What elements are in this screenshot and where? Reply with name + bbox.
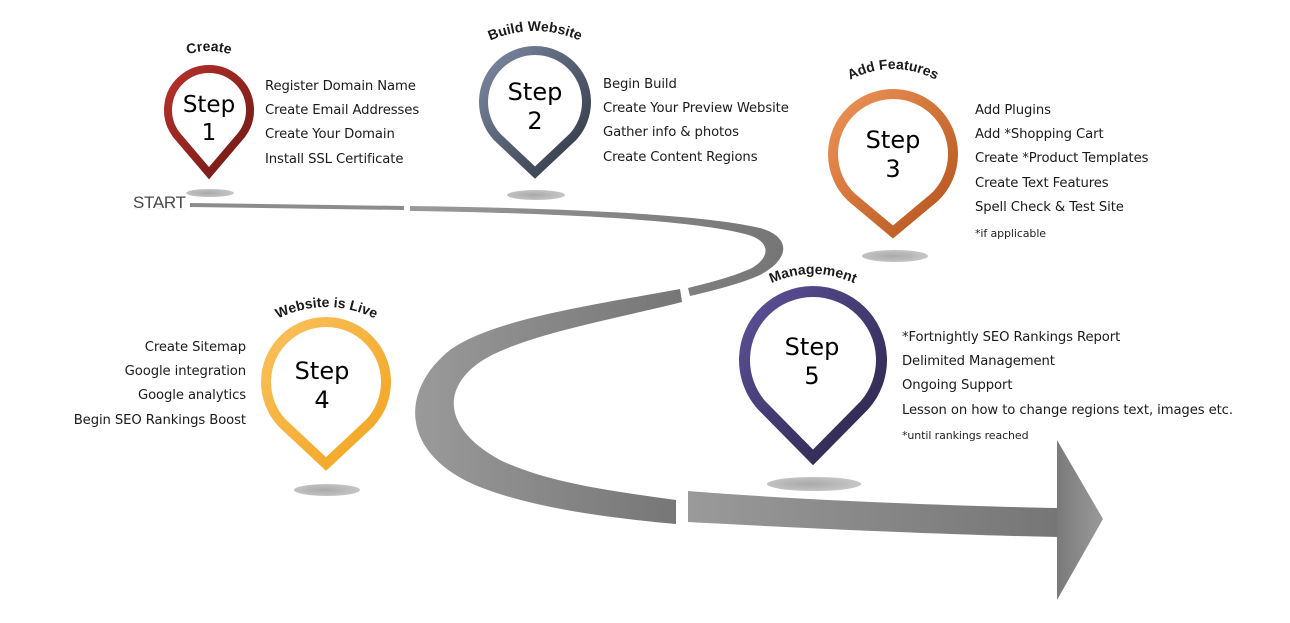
road-path	[190, 203, 1103, 600]
step-2-task: Create Your Preview Website	[603, 101, 789, 117]
pin-1-step-word: Step	[183, 92, 235, 118]
pin-3-shadow	[862, 250, 928, 262]
stage-label-1: Create	[184, 38, 233, 57]
step-3-task: Add *Shopping Cart	[975, 127, 1104, 143]
step-3-task: Create *Product Templates	[975, 151, 1149, 167]
pin-5-marker-icon	[739, 286, 887, 466]
step-4-task: Google integration	[124, 364, 246, 380]
step-4-task-list: Create Sitemap Google integration Google…	[74, 336, 246, 433]
step-1-task: Create Email Addresses	[265, 103, 420, 119]
stage-label-5: Management	[767, 261, 860, 286]
stage-label-3: Add Features	[845, 56, 942, 83]
step-5-task: Ongoing Support	[902, 378, 1013, 394]
road-segment-final	[688, 491, 1058, 537]
step-1-task: Install SSL Certificate	[265, 151, 404, 167]
step-3-task-list: Add Plugins Add *Shopping Cart Create *P…	[975, 99, 1149, 245]
pin-2-marker-icon	[479, 46, 591, 179]
step-3-footnote: *if applicable	[975, 227, 1046, 241]
step-1-task: Create Your Domain	[265, 127, 395, 143]
stage-label-2: Build Website	[485, 18, 584, 43]
pin-2-step-word: Step	[508, 78, 563, 106]
step-5-task: Lesson on how to change regions text, im…	[902, 402, 1233, 418]
step-2-task: Create Content Regions	[603, 149, 758, 165]
pin-4-shadow	[294, 484, 360, 496]
step-4-task: Begin SEO Rankings Boost	[73, 412, 246, 428]
step-1-task: Register Domain Name	[265, 79, 416, 94]
pin-5-step-word: Step	[785, 333, 840, 361]
step-5-task: Delimited Management	[902, 354, 1055, 370]
pin-1-shadow	[186, 189, 234, 197]
pin-2-number: 2	[527, 107, 542, 135]
step-1-task-list: Register Domain Name Create Email Addres…	[265, 75, 419, 172]
step-3-task: Add Plugins	[975, 103, 1051, 118]
step-2-task: Begin Build	[603, 77, 677, 92]
step-2-task: Gather info & photos	[603, 125, 739, 141]
pin-5-number: 5	[804, 362, 819, 390]
pin-4-step-word: Step	[295, 357, 350, 385]
step-4-task: Google analytics	[137, 388, 246, 404]
pin-4-marker-icon	[261, 317, 391, 471]
pin-2-shadow	[507, 190, 565, 200]
pin-4-number: 4	[314, 386, 329, 414]
pin-3-step-word: Step	[866, 126, 921, 154]
pin-3-number: 3	[885, 155, 900, 183]
step-2-task-list: Begin Build Create Your Preview Website …	[603, 73, 789, 170]
start-label: START	[133, 193, 186, 212]
step-5-task: *Fortnightly SEO Rankings Report	[902, 330, 1121, 345]
pin-3-marker-icon	[828, 89, 958, 239]
road-segment-start	[190, 203, 404, 210]
start-label-reflection: START	[133, 202, 186, 211]
road-segment-bend-top	[410, 206, 784, 296]
step-4-task: Create Sitemap	[144, 340, 246, 355]
arrow-head-icon	[1057, 440, 1103, 600]
pin-5-shadow	[767, 477, 861, 491]
step-5-task-list: *Fortnightly SEO Rankings Report Delimit…	[902, 326, 1233, 447]
pin-1-marker-icon	[164, 65, 254, 180]
step-5-footnote: *until rankings reached	[902, 428, 1029, 442]
road-segment-bend-left	[415, 289, 682, 524]
step-3-task: Create Text Features	[975, 175, 1109, 191]
pin-1-number: 1	[202, 120, 217, 146]
step-3-task: Spell Check & Test Site	[975, 199, 1124, 215]
